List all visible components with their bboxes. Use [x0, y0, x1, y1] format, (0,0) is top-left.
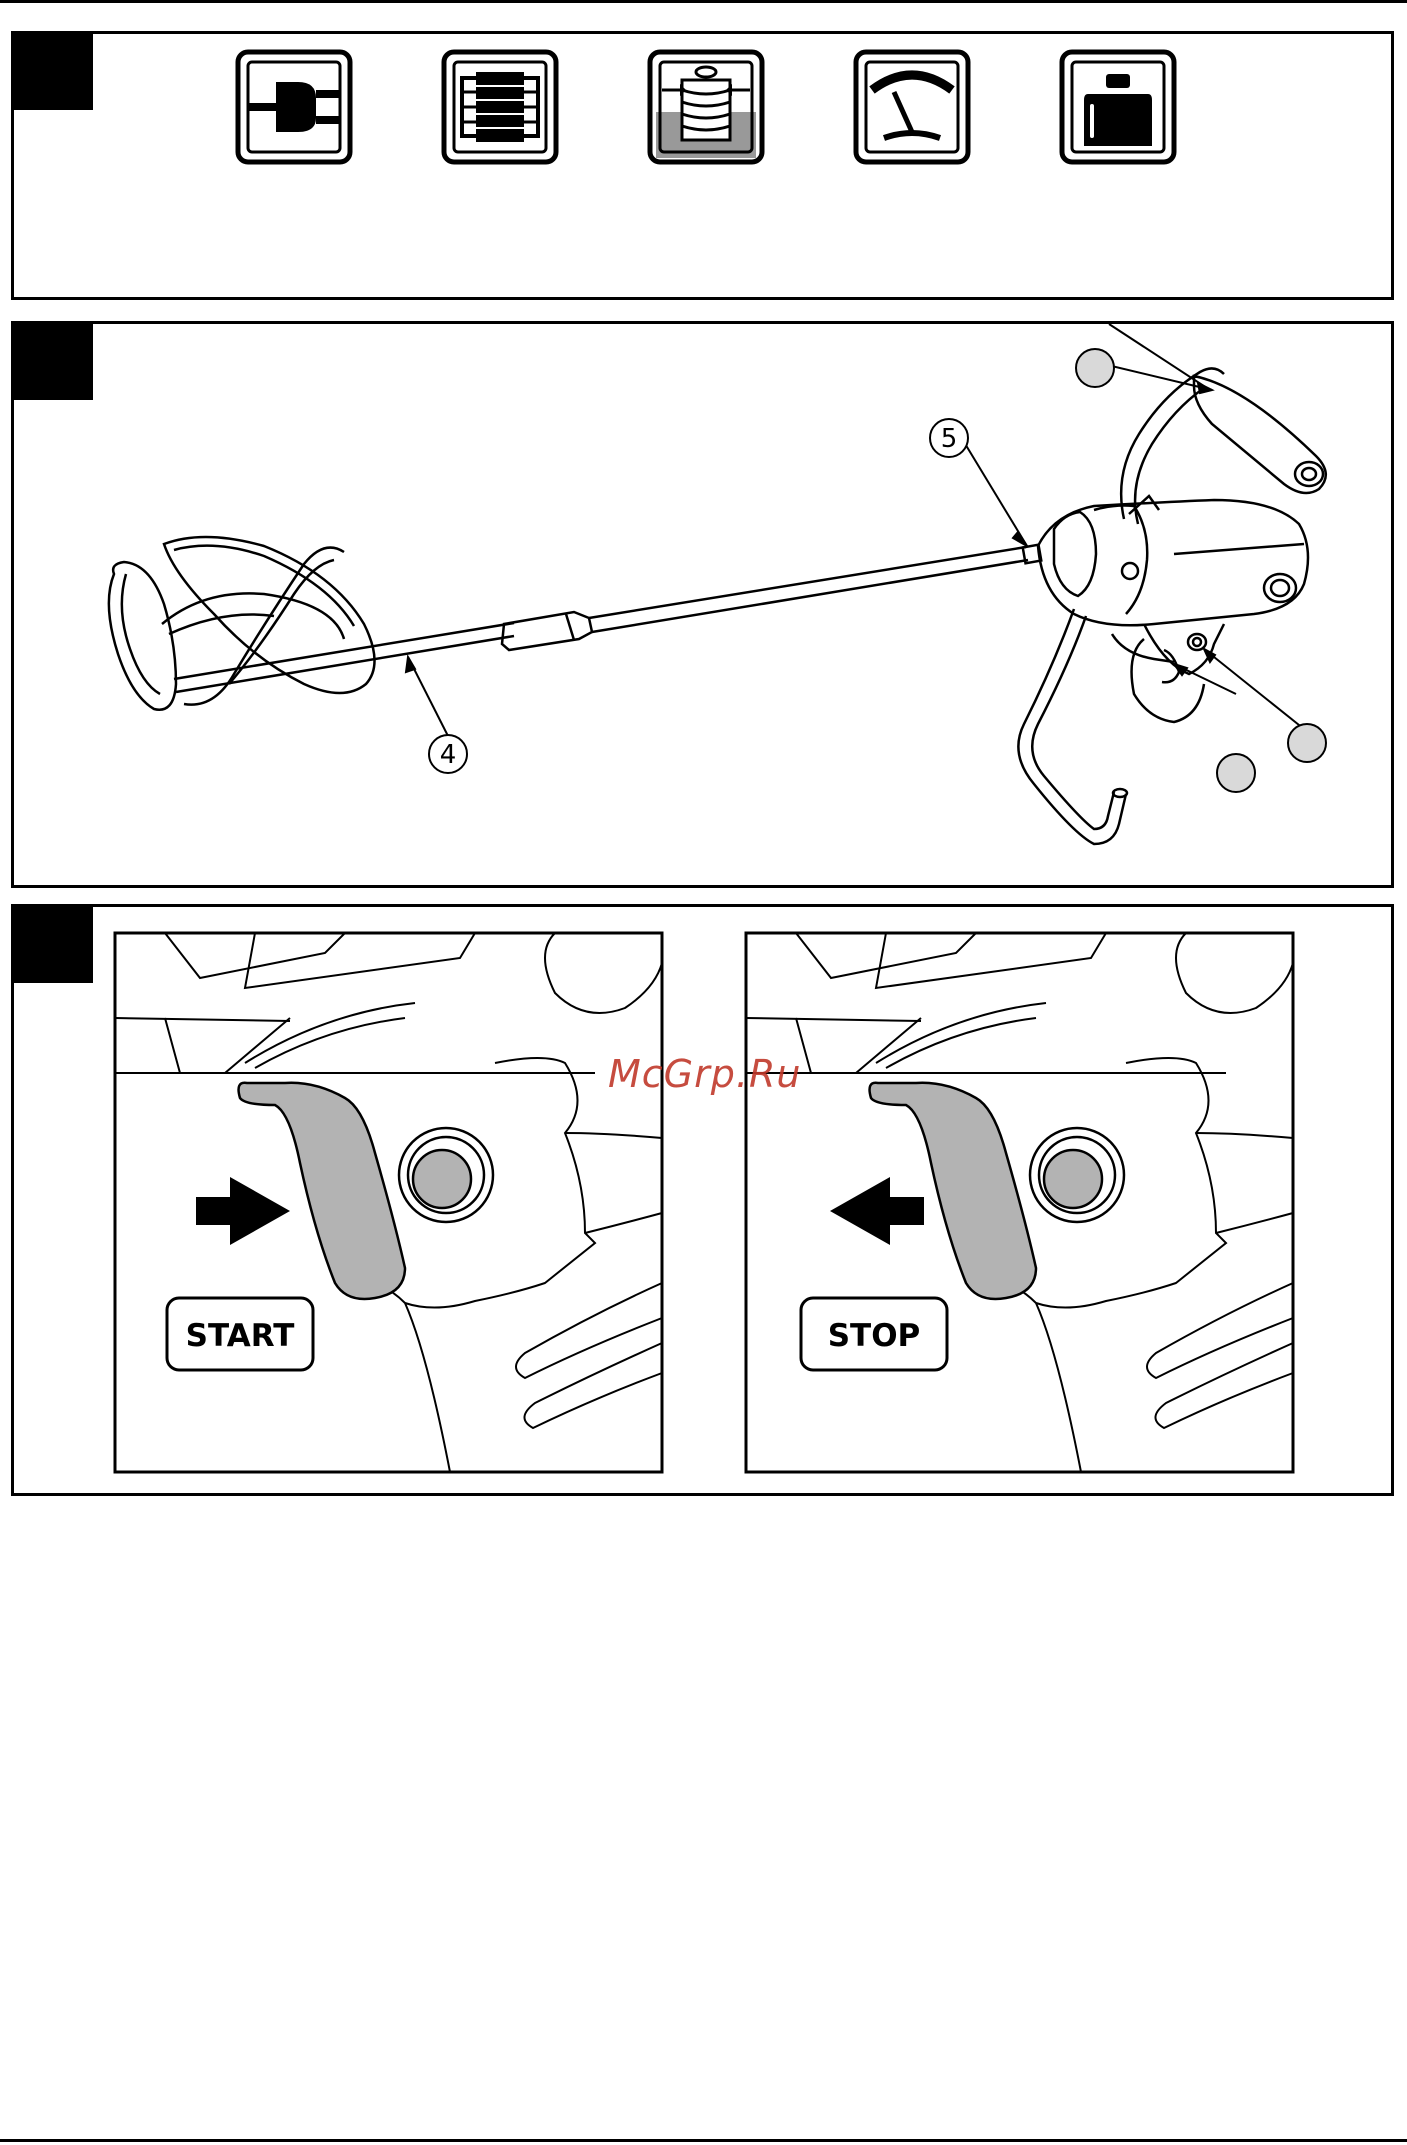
callout-lines: [406, 324, 1304, 736]
start-label: START: [186, 1318, 295, 1354]
mixer-drawing-svg: 5 4: [14, 324, 1397, 891]
spec-icons-svg: [14, 34, 1397, 303]
thread-icon: [650, 52, 762, 162]
watermark: McGrp.Ru: [608, 1052, 801, 1096]
gauge-icon: [856, 52, 968, 162]
callout-circle-lock: [1288, 724, 1326, 762]
weight-icon: [1062, 52, 1174, 162]
plug-icon: [238, 52, 350, 162]
side-handle: [1018, 609, 1174, 844]
callout-circle-trigger: [1217, 754, 1255, 792]
callout-label-4: 4: [440, 740, 457, 770]
top-rule: [0, 0, 1407, 3]
motor-icon: [444, 52, 556, 162]
switch-drawing-svg: START: [14, 907, 1397, 1499]
panel-mixer-overview: 5 4: [11, 321, 1394, 888]
bottom-rule: [0, 2139, 1407, 2142]
panel-switch-operation: START: [11, 904, 1394, 1496]
panel-specs-icons: [11, 31, 1394, 300]
callout-label-5: 5: [941, 424, 958, 454]
stop-label: STOP: [828, 1318, 921, 1354]
stop-subpanel: STOP: [746, 933, 1293, 1472]
drill-body: [1038, 500, 1308, 722]
start-subpanel: START: [115, 933, 662, 1472]
mixing-paddle: [109, 537, 375, 710]
callout-circle-top-handle: [1076, 349, 1114, 387]
